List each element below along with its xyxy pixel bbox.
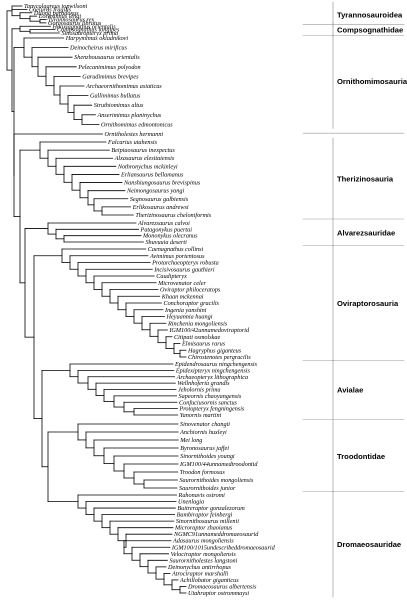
taxon-label: Chirostenotes pergracilis <box>188 354 251 361</box>
clade-label: Oviraptorosauria <box>337 299 399 308</box>
taxon-label: Deinonychus antirrhopus <box>167 564 232 571</box>
taxon-label: Citipati osmolskae <box>174 334 220 341</box>
taxon-label: Coelurus fragilis <box>29 6 72 13</box>
taxon-label: NGMC91unnameddromaeosaurid <box>173 531 259 538</box>
taxon-label: Erliansaurus bellamanus <box>120 171 184 178</box>
taxon-label: Avimimus portentosus <box>149 253 205 260</box>
taxon-label: Huaxiagnathus orientalis <box>52 23 117 30</box>
taxon-label: Microvenator celer <box>157 280 206 287</box>
taxon-label: Nothronychus mckinleyi <box>117 163 178 170</box>
taxon-label: Patagonykus puertai <box>140 226 193 233</box>
taxon-label: Harpymimus okladnikovi <box>65 35 129 42</box>
taxon-label: Epidexipteryx ningchengensis <box>175 367 251 374</box>
taxon-label: Mononykus olecranus <box>142 233 198 240</box>
taxon-label: Caudipteryx <box>156 273 187 280</box>
taxon-label: Conchoraptor gracilis <box>163 300 219 307</box>
taxon-label: Sapeornis chaoyangensis <box>179 393 242 400</box>
taxon-label: Protopteryx fengningensis <box>178 406 244 413</box>
taxon-label: Therizinosaurus cheloniformis <box>135 212 211 219</box>
taxon-label: Alxasaurus elesitaiensis <box>114 155 175 162</box>
clade-label: Ornithomimosauria <box>337 77 407 86</box>
taxon-label: Velociraptor mongoliensis <box>171 551 237 558</box>
taxon-label: Rinchenia mongoliensis <box>167 320 228 327</box>
taxon-label: Rahonavis ostromi <box>178 492 226 499</box>
clade-label: Therizinosauria <box>337 175 394 184</box>
taxon-label: Epidendrosaurus ningchengensis <box>174 361 258 368</box>
taxon-label: Archaeornithomimus asiaticus <box>85 83 162 90</box>
taxon-label: Sinornithoides youngi <box>180 453 235 460</box>
taxon-label: Beipiaosaurus inexpectus <box>111 147 175 154</box>
taxon-label: Utahraptor ostrommaysi <box>188 590 249 597</box>
taxon-label: Yanornis martini <box>180 412 222 419</box>
clade-label: Dromaeosauridae <box>337 540 401 549</box>
taxon-label: Erlikosaurus andrewsi <box>132 204 189 211</box>
taxon-label: Oviraptor philoceratops <box>160 287 221 294</box>
taxon-label: Microraptor zhaoianus <box>174 525 233 532</box>
taxon-label: Heyuannia huangi <box>166 314 213 321</box>
taxon-label: Protarchaeopteryx robusta <box>151 260 219 267</box>
taxon-label: Tanycolagreus topwilsoni <box>24 3 88 10</box>
taxon-label: Segnosaurus galbiensis <box>130 196 189 203</box>
taxon-label: Neimongosaurus yangi <box>126 188 185 195</box>
taxon-label: Falcarius utahensis <box>107 139 158 146</box>
taxon-label: Sinornithosaurus millenii <box>176 518 239 525</box>
taxon-label: Hagryphus giganteus <box>187 347 242 354</box>
taxon-label: IGM100/44unnamedtroodontid <box>179 461 258 468</box>
taxon-label: Ornithomimus edmontonicus <box>101 121 173 128</box>
taxon-label: Nanshiungosaurus brevispinus <box>123 180 201 187</box>
taxon-label: Saurornithoides mongoliensis <box>179 477 253 484</box>
taxon-label: Unenlagia <box>178 499 204 506</box>
taxon-label: Bambiraptor feinbergi <box>177 512 233 519</box>
taxon-label: Gallimimus bullatus <box>90 93 141 100</box>
tree-branches <box>6 5 187 594</box>
taxon-label: Confuciusornis sanctus <box>179 399 238 406</box>
taxon-label: Alvarezsaurus calvoi <box>137 220 190 227</box>
taxon-label: IGM100/42unnamedoviraptorid <box>168 327 250 334</box>
taxon-label: Shenzhousaurus orientalis <box>74 54 140 61</box>
taxon-label: Mei long <box>179 437 202 444</box>
taxon-label: Anchiornis huxleyi <box>179 429 227 436</box>
taxon-label: Atrociraptor marshalli <box>171 570 229 577</box>
taxon-label: Tyrannosaurus rex <box>48 17 94 24</box>
taxon-label: Eotyrannus lengi <box>38 13 82 20</box>
taxon-label: Dromaeosaurus albertensis <box>187 583 257 590</box>
taxon-label: Garudimimus brevipes <box>82 73 139 80</box>
taxon-label: Deinocheirus mirificus <box>69 45 127 52</box>
taxon-label: Anserimimus planinychus <box>96 112 161 119</box>
taxon-label: Jeholornis prima <box>178 387 220 394</box>
taxon-label: Dilong paradoxus <box>33 10 79 17</box>
taxon-label: Buitreraptor gonzalezorum <box>177 505 245 512</box>
taxon-label: Adasaurus mongoliensis <box>172 538 234 545</box>
taxon-label: Ornitholestes hermanni <box>105 131 164 138</box>
taxon-label: Pelecanimimus polyodon <box>77 64 140 71</box>
taxon-label: Khaan mckennai <box>161 293 204 300</box>
taxon-label: Byronosaurus jaffei <box>180 445 229 452</box>
taxon-label: Shuvuuia deserti <box>145 239 187 246</box>
taxon-label: Caenagnathus collinsi <box>148 246 204 253</box>
taxon-label: Saurornitholestes langstoni <box>169 557 237 564</box>
clade-labels: TyrannosauroideaCompsognathidaeOrnithomi… <box>337 10 407 549</box>
taxon-label: Incisivosaurus gauthieri <box>153 266 215 273</box>
taxon-label: IGM100/1015undescribeddromaeosaurid <box>171 544 276 551</box>
taxon-label: Compsognathus longipes <box>57 27 120 34</box>
taxon-label: Struthiomimus altus <box>94 102 144 109</box>
taxon-label: Elmisaurus rarus <box>181 341 226 348</box>
taxon-label: Ingenia yanshini <box>164 307 207 314</box>
taxon-label: Wellnhoferia grandis <box>177 380 230 387</box>
clade-label: Troodontidae <box>337 452 385 461</box>
taxon-label: Archaeopteryx lithographica <box>176 374 248 381</box>
taxon-label: Saurornithoides junior <box>179 485 236 492</box>
clade-label: Tyrannosauroidea <box>337 10 403 19</box>
taxon-label: Troodon formosus <box>180 469 226 476</box>
taxon-label: Gorgosaurus libratus <box>48 20 102 27</box>
taxon-label: Sinosauropteryx prima <box>61 30 118 37</box>
clade-label: Compsognathidae <box>337 26 403 35</box>
taxon-label: Sinovenator changii <box>180 421 230 428</box>
taxon-label: Achillobator giganticus <box>179 577 239 584</box>
clade-label: Alvarezsauridae <box>337 229 395 238</box>
clade-dividers <box>302 1 405 598</box>
clade-label: Avialae <box>337 386 363 395</box>
